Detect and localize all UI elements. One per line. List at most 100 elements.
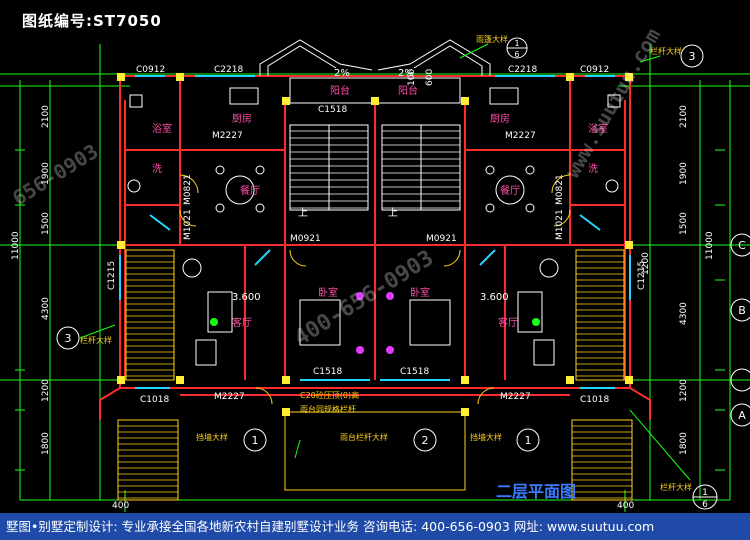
dim-right-3: 1200 [641, 252, 651, 275]
room-bath-left: 浴室 [152, 122, 172, 135]
note-bottom-left: 挡墙大样 [196, 432, 228, 442]
axis-labels: 1 6 3 3 C B A 1 2 1 1 6 [65, 39, 747, 510]
dim-left-1: 1900 [41, 162, 51, 185]
windows [119, 75, 631, 389]
note-rail: C20砼压顶(0)高 [300, 390, 359, 400]
left-dim-ticks [15, 85, 725, 471]
door-label-m2227-kitchen-right: M2227 [505, 131, 536, 141]
dim-balcony-1: 600 [425, 69, 435, 86]
dim-bottom-right: 400 [617, 501, 634, 511]
door-label-m0821-right: M0821 [555, 174, 565, 205]
dim-bottom-left: 400 [112, 501, 129, 511]
window-labels: C0912 C2218 C2218 C0912 C1518 C1518 C151… [136, 65, 609, 405]
axis-detail-top: 1 [514, 39, 519, 48]
side-stairs [117, 249, 633, 501]
dimension-labels: 2100 1900 1500 4300 1200 1800 11000 2100… [11, 69, 715, 511]
axis-detail-bottom-sheet: 6 [702, 500, 708, 510]
axis-detail-bottom: 1 [702, 488, 708, 498]
walls [119, 75, 631, 389]
axis-right-c: C [738, 239, 746, 252]
dim-right-1: 1900 [679, 162, 689, 185]
stair-up-right: 上 [388, 207, 398, 219]
room-kitchen-right: 厨房 [490, 112, 510, 125]
note-rail-center: 雨台栏杆大样 [340, 432, 388, 442]
dim-left-5: 1800 [41, 432, 51, 455]
dim-left-2: 1500 [41, 212, 51, 235]
stair-up-left: 上 [298, 207, 308, 219]
note-right-detail: 栏杆大样 [650, 46, 682, 56]
dim-right-6: 1800 [679, 432, 689, 455]
dim-right-5: 1200 [679, 379, 689, 402]
floor-level-left: 3.600 [232, 292, 261, 303]
room-labels: 厨房 厨房 浴室 浴室 洗 洗 餐厅 餐厅 客厅 客厅 卧室 卧室 阳台 阳台 [152, 84, 608, 329]
room-wash-right: 洗 [588, 163, 598, 175]
door-label-m0821-left: M0821 [183, 174, 193, 205]
window-label-c2218-right: C2218 [508, 65, 537, 75]
window-label-c0912-left: C0912 [136, 65, 165, 75]
axis-detail-top-sheet: 6 [514, 50, 519, 59]
window-label-c1215-left: C1215 [107, 261, 117, 290]
dim-right-2: 1500 [679, 212, 689, 235]
dim-right-4: 4300 [679, 302, 689, 325]
dim-left-4: 1200 [41, 379, 51, 402]
room-bedroom-left: 卧室 [318, 286, 338, 299]
room-living-left: 客厅 [232, 316, 252, 329]
bedside-lamps [356, 292, 394, 354]
drawing-number: 图纸编号:ST7050 [22, 12, 162, 30]
window-label-c1518-left: C1518 [313, 367, 342, 377]
plants [210, 318, 540, 326]
room-dining-right: 餐厅 [500, 184, 520, 197]
axis-detail-1-right: 1 [525, 434, 532, 447]
door-label-m1021-left: M1021 [183, 209, 193, 240]
room-balcony-left: 阳台 [330, 84, 350, 97]
window-label-c1215-right: C1215 [637, 261, 647, 290]
door-label-m2227-bottom-left: M2227 [214, 392, 245, 402]
window-label-c1018-right: C1018 [580, 395, 609, 405]
window-label-c1018-left: C1018 [140, 395, 169, 405]
window-label-c2218-left: C2218 [214, 65, 243, 75]
window-label-c1518-top: C1518 [318, 105, 347, 115]
axis-left-3: 3 [65, 332, 72, 345]
axis-detail-2: 2 [422, 434, 429, 447]
leader-lines [79, 43, 691, 481]
axis-detail-1-left: 1 [252, 434, 259, 447]
note-left-detail: 栏杆大样 [80, 335, 112, 345]
room-dining-left: 餐厅 [240, 184, 260, 197]
slope-right: 2% [398, 68, 414, 79]
note-top-detail: 雨篷大样 [476, 34, 508, 44]
axis-right-3: 3 [689, 50, 696, 63]
dim-left-overall: 11000 [11, 231, 21, 260]
plan-title: 二层平面图 [496, 482, 577, 501]
room-wash-left: 洗 [152, 163, 162, 175]
note-bottom-right: 挡墙大样 [470, 432, 502, 442]
door-label-m2227-kitchen-left: M2227 [212, 131, 243, 141]
floor-level-right: 3.600 [480, 292, 509, 303]
room-bedroom-right: 卧室 [410, 286, 430, 299]
door-label-m0921-right: M0921 [426, 234, 457, 244]
furniture [127, 87, 621, 366]
axis-circles [56, 37, 750, 510]
misc-labels: 3.600 3.600 2% 2% 上 上 [232, 68, 509, 303]
door-label-m0921-left: M0921 [290, 234, 321, 244]
note-rail-2: 雨台同规格栏杆 [300, 404, 356, 414]
slope-left: 2% [334, 68, 350, 79]
footer-text: 墅图•别墅定制设计: 专业承接全国各地新农村自建别墅设计业务 咨询电话: 400… [6, 519, 655, 534]
window-labels-vertical: C1215 C1215 M0821 M0821 M1021 M1021 [107, 174, 647, 290]
axis-right-a: A [738, 409, 746, 422]
axis-right-b: B [738, 304, 746, 317]
dim-left-3: 4300 [41, 297, 51, 320]
door-label-m2227-bottom-right: M2227 [500, 392, 531, 402]
room-kitchen-left: 厨房 [232, 112, 252, 125]
window-label-c0912-right: C0912 [580, 65, 609, 75]
dim-right-0: 2100 [679, 105, 689, 128]
footer-bar: 墅图•别墅定制设计: 专业承接全国各地新农村自建别墅设计业务 咨询电话: 400… [0, 513, 750, 540]
note-right-detail-bottom: 栏杆大样 [660, 482, 692, 492]
room-living-right: 客厅 [498, 316, 518, 329]
stairs [289, 124, 461, 211]
side-stair-treads [118, 255, 632, 499]
door-label-m1021-right: M1021 [555, 209, 565, 240]
window-label-c1518-right: C1518 [400, 367, 429, 377]
dim-left-0: 2100 [41, 105, 51, 128]
dim-balcony-0: 100 [407, 69, 417, 86]
